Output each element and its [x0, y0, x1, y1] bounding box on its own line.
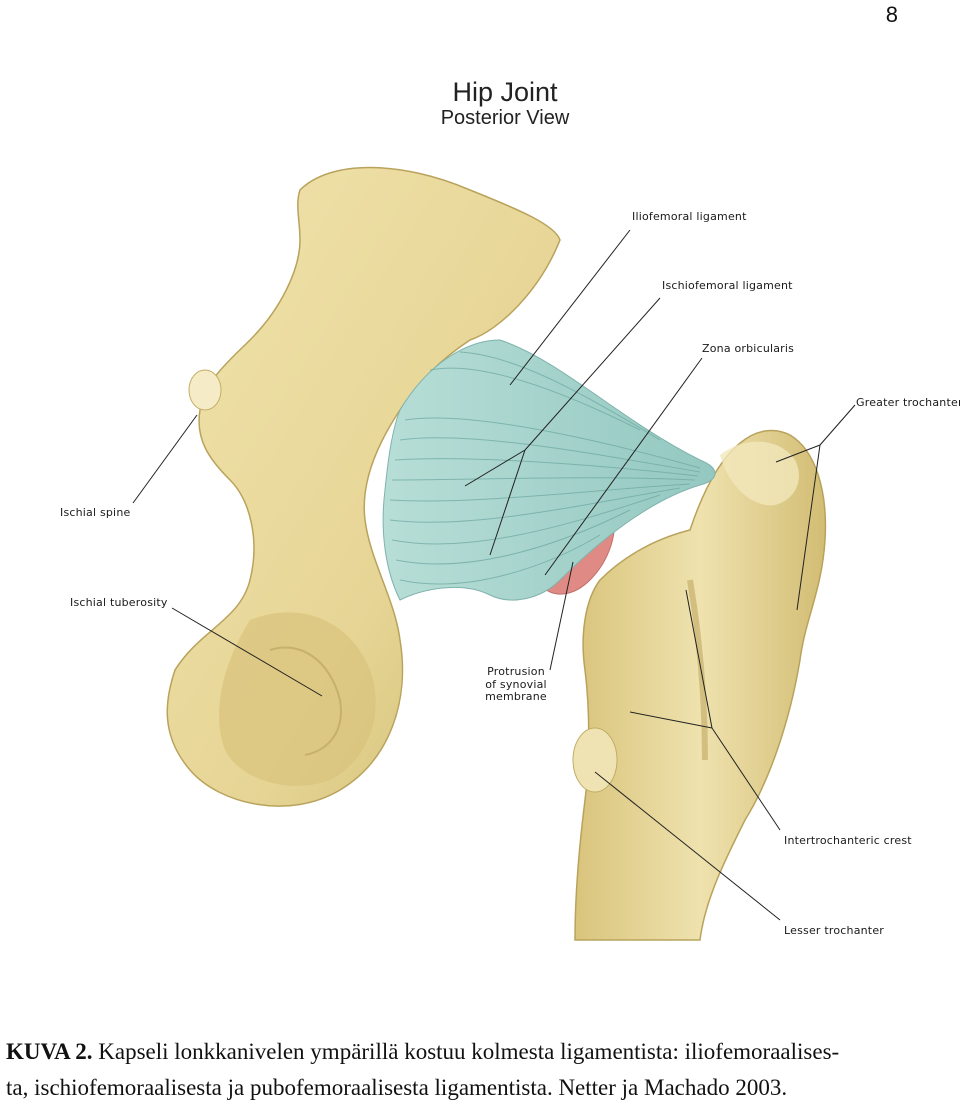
label-protrusion-line1: Protrusion	[487, 665, 545, 678]
figure-title: Hip Joint	[452, 77, 558, 107]
caption-label: KUVA 2.	[6, 1039, 93, 1064]
label-protrusion-line2: of synovial	[485, 677, 547, 691]
figure-caption: KUVA 2. Kapseli lonkkanivelen ympärillä …	[6, 1034, 956, 1106]
lesser-trochanter-shape	[572, 727, 618, 793]
ligament-fibers	[389, 351, 701, 585]
hip-joint-illustration	[132, 166, 856, 941]
leader-lines	[132, 229, 856, 921]
caption-line-1: KUVA 2. Kapseli lonkkanivelen ympärillä …	[6, 1034, 956, 1070]
caption-line-2: ta, ischiofemoraalisesta ja pubofemoraal…	[6, 1075, 788, 1100]
caption-text-1: Kapseli lonkkanivelen ympärillä kostuu k…	[92, 1039, 840, 1064]
label-ischial-spine: Ischial spine	[60, 506, 131, 519]
label-intertrochanteric-crest: Intertrochanteric crest	[784, 834, 912, 847]
label-protrusion-synovial: Protrusion of synovial membrane	[478, 665, 554, 704]
figure-subtitle: Posterior View	[440, 107, 570, 130]
anatomy-figure: Hip Joint Posterior View Iliofemoral lig…	[0, 60, 960, 960]
ischial-tuberosity-shade	[219, 612, 376, 786]
label-ischiofemoral-ligament: Ischiofemoral ligament	[662, 279, 793, 292]
ligament-capsule	[382, 339, 716, 601]
label-zona-orbicularis: Zona orbicularis	[702, 342, 795, 355]
label-iliofemoral-ligament: Iliofemoral ligament	[632, 210, 747, 223]
figure-title-block: Hip Joint Posterior View	[380, 78, 630, 129]
label-greater-trochanter: Greater trochanter	[856, 396, 960, 409]
page-number: 8	[885, 2, 898, 27]
label-protrusion-line3: membrane	[485, 690, 547, 704]
label-lesser-trochanter: Lesser trochanter	[784, 924, 885, 937]
label-ischial-tuberosity: Ischial tuberosity	[70, 596, 168, 609]
